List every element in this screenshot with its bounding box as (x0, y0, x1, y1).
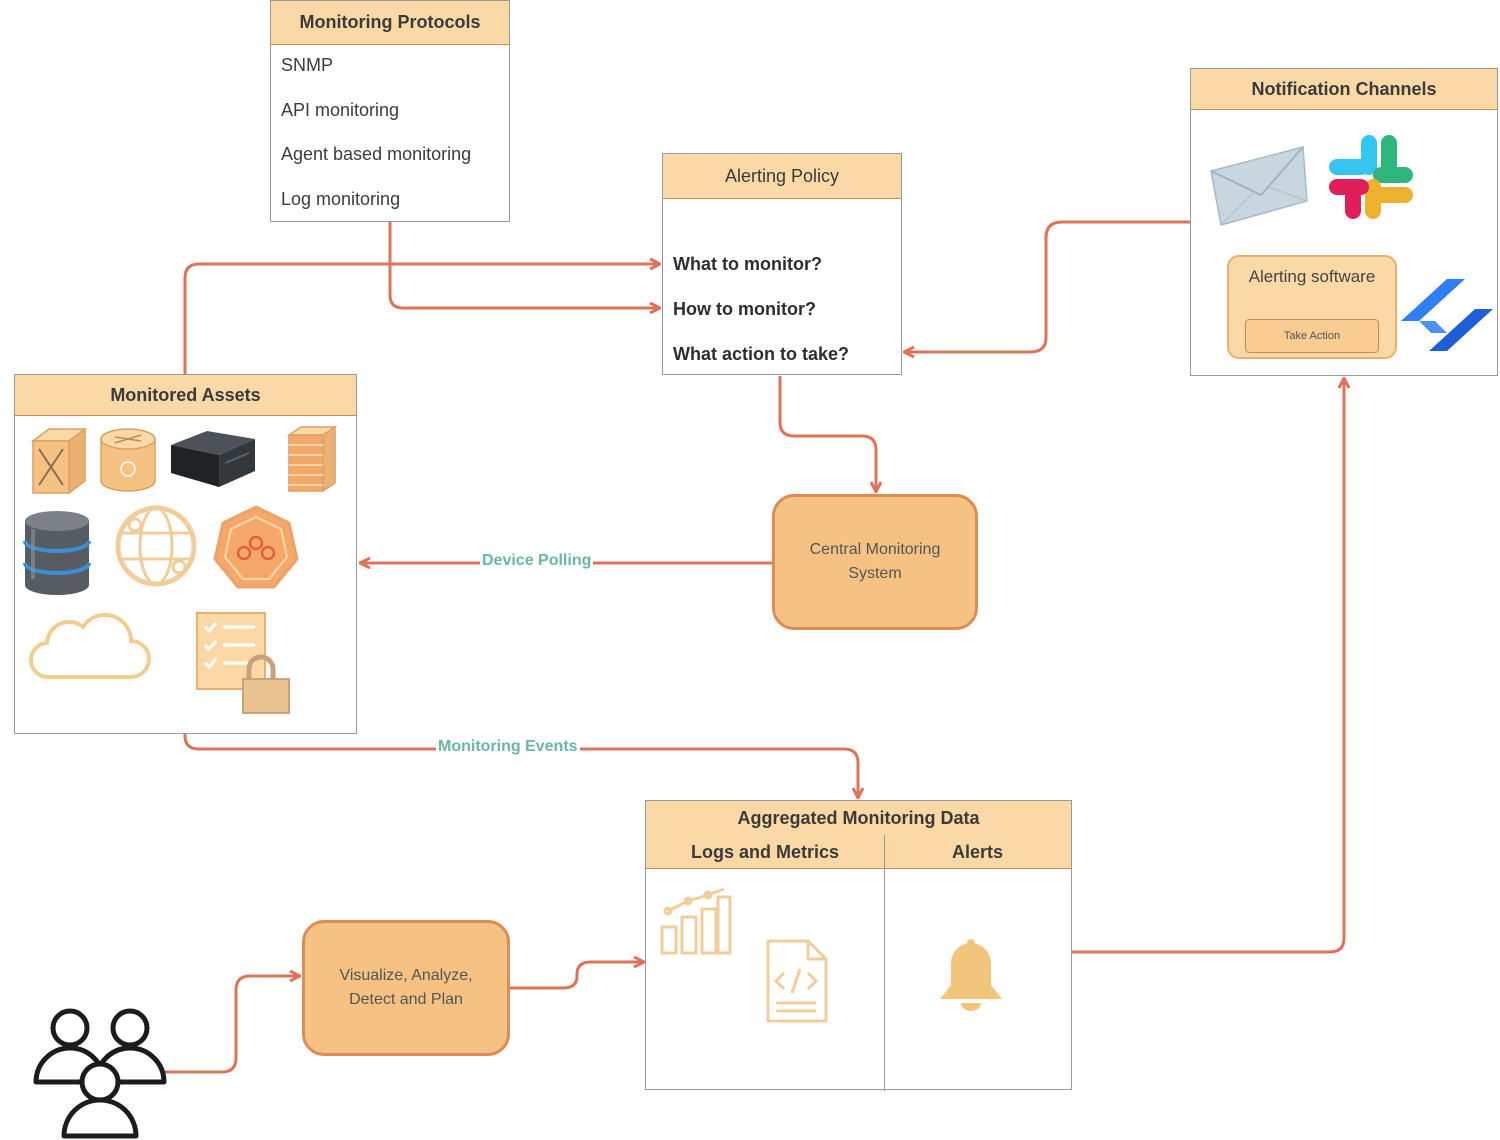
edge-label-device-polling: Device Polling (480, 552, 594, 570)
aggregated-column-header-row: Logs and Metrics Alerts (646, 835, 1071, 869)
monitoring-protocols-title: Monitoring Protocols (271, 1, 509, 45)
alerting-policy-panel: Alerting Policy What to monitor? How to … (662, 153, 902, 375)
database-icon (23, 511, 91, 595)
alerting-software-label: Alerting software (1248, 267, 1376, 286)
protocol-item: Log monitoring (281, 189, 401, 209)
alerts-column-header: Alerts (951, 841, 1004, 862)
policy-question: What to monitor? (673, 254, 822, 274)
policy-question: How to monitor? (673, 299, 816, 319)
network-switch-icon (30, 427, 88, 495)
monitored-assets-panel: Monitored Assets (14, 374, 357, 734)
column-divider (884, 835, 885, 1091)
protocol-item: SNMP (281, 55, 334, 75)
slack-icon (1329, 135, 1413, 219)
protocol-item: Agent based monitoring (281, 144, 472, 164)
edge-aggregated-to-notification (1072, 380, 1344, 954)
monitored-assets-title: Monitored Assets (15, 375, 356, 416)
edge-label-monitoring-events: Monitoring Events (436, 738, 580, 756)
policy-question: What action to take? (673, 344, 850, 364)
aggregated-monitoring-data-panel: Aggregated Monitoring Data Logs and Metr… (645, 800, 1072, 1091)
monitoring-protocols-panel: Monitoring Protocols SNMP API monitoring… (270, 0, 510, 222)
code-file-icon (766, 939, 828, 1023)
visualize-analyze-label: Visualize, Analyze, Detect and Plan (339, 967, 473, 1008)
firewall-icon (286, 425, 338, 493)
alerting-software-box: Alerting software Take Action (1227, 255, 1397, 359)
edge-users-to-visualize (165, 976, 298, 1074)
protocol-item: API monitoring (281, 100, 400, 120)
edge-visualize-to-aggregated (510, 962, 642, 990)
edge-notification-to-policy (906, 220, 1190, 352)
cluster-icon (213, 505, 299, 589)
notification-channels-title: Notification Channels (1191, 69, 1497, 110)
alert-bell-icon (940, 939, 1002, 1011)
edge-policy-to-central (778, 376, 876, 490)
alerting-policy-title: Alerting Policy (663, 154, 901, 199)
server-icon (171, 431, 255, 487)
email-icon (1210, 146, 1308, 226)
cloud-icon (29, 612, 151, 680)
web-service-icon (115, 505, 197, 587)
compliance-checklist-icon (196, 612, 290, 714)
central-monitoring-system-label: Central Monitoring System (809, 541, 941, 582)
aggregated-data-title: Aggregated Monitoring Data (646, 801, 1071, 836)
alerting-tool-logo-icon (1401, 279, 1493, 351)
bar-chart-icon (660, 887, 732, 955)
notification-channels-panel: Notification Channels Alerting software … (1190, 68, 1498, 376)
take-action-button[interactable]: Take Action (1245, 319, 1379, 353)
router-icon (100, 428, 156, 492)
logs-metrics-column-header: Logs and Metrics (690, 841, 840, 862)
edge-protocols-to-policy (388, 222, 658, 308)
edge-assets-to-policy (183, 264, 658, 374)
users-group-icon (33, 1008, 167, 1139)
central-monitoring-system-node: Central Monitoring System (772, 494, 978, 630)
visualize-analyze-node: Visualize, Analyze, Detect and Plan (302, 920, 510, 1056)
